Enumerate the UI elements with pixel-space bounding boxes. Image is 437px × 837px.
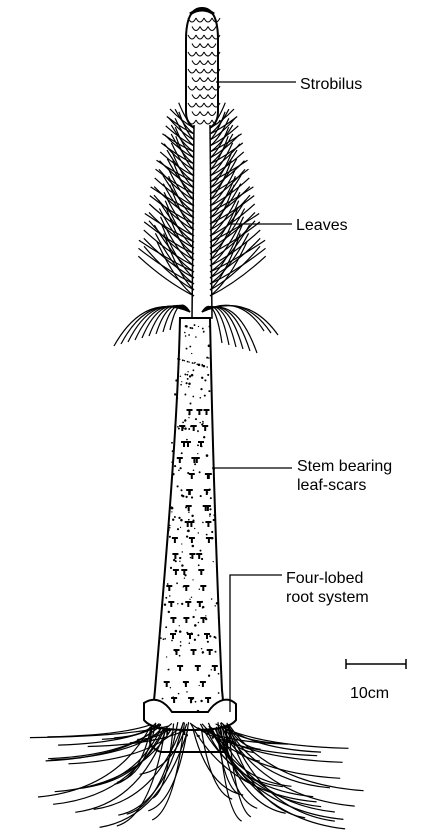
strobilus-cone xyxy=(186,8,220,130)
leafy-shoot xyxy=(114,103,278,353)
leader-line-root xyxy=(230,575,282,712)
label-root-line-2: root system xyxy=(286,588,369,607)
label-four-lobed-root-system: Four-lobed root system xyxy=(286,569,369,607)
label-stem-line-2: leaf-scars xyxy=(297,476,392,495)
label-strobilus: Strobilus xyxy=(300,75,362,94)
label-stem-bearing-leaf-scars: Stem bearing leaf-scars xyxy=(297,457,392,495)
root-system xyxy=(30,700,364,829)
label-leaves: Leaves xyxy=(296,216,348,235)
label-scale: 10cm xyxy=(350,684,389,703)
label-stem-line-1: Stem bearing xyxy=(297,457,392,476)
label-root-line-1: Four-lobed xyxy=(286,569,369,588)
scale-bar xyxy=(346,659,406,669)
stem xyxy=(150,318,227,752)
